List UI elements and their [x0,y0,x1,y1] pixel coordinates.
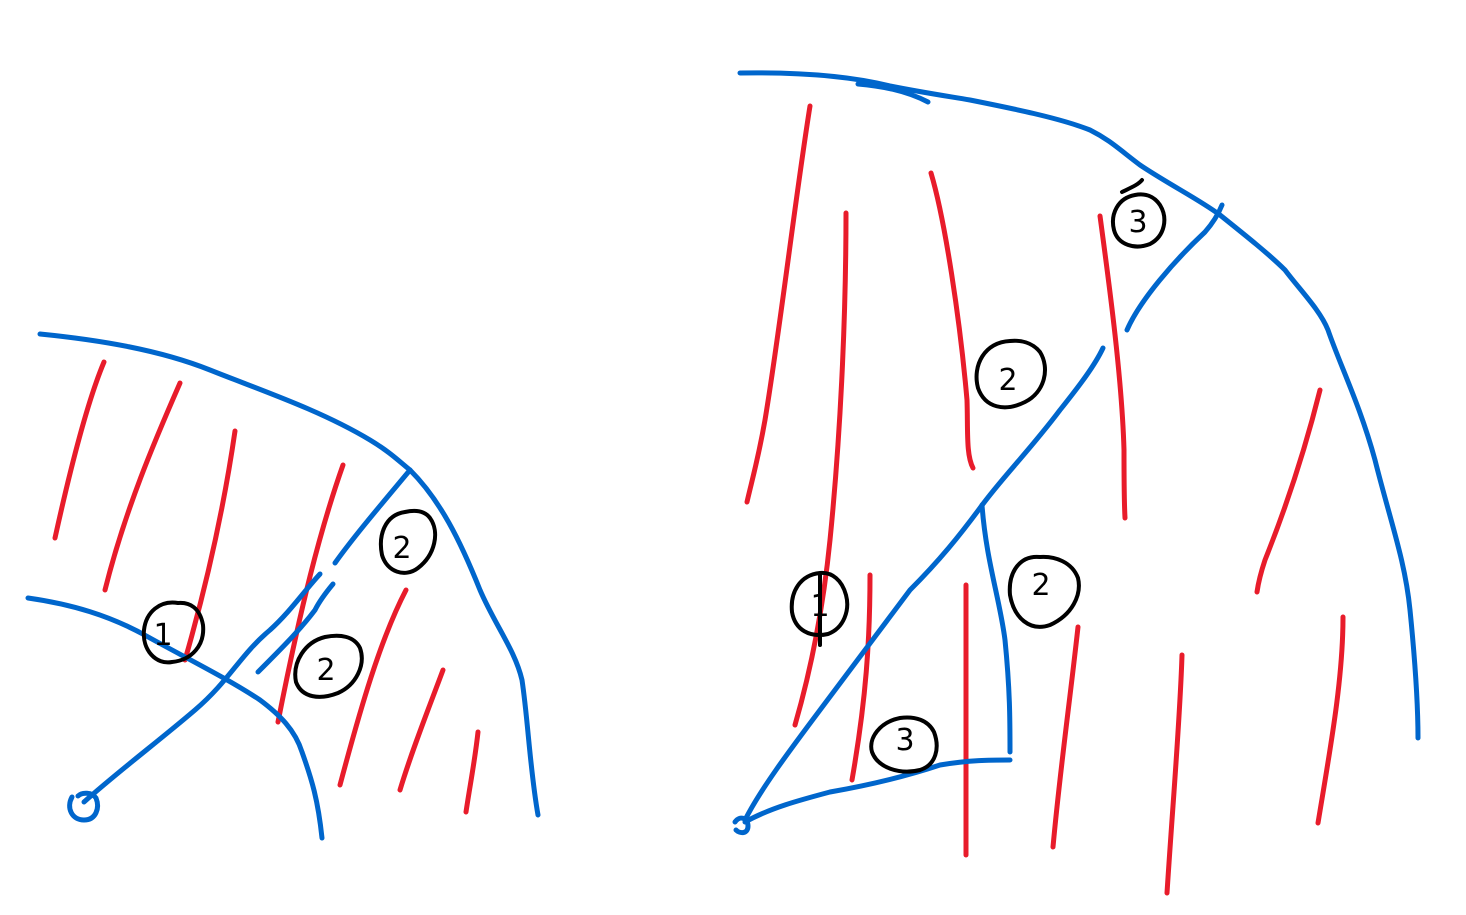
right-label-1: 1 [789,570,850,647]
left-sketch: 1 2 2 [25,331,541,841]
label-text: 3 [1128,205,1147,240]
right-origin-mark [732,815,751,836]
right-hatch-line [1097,213,1128,521]
right-hatch-line [1254,387,1323,595]
right-upper-cut [1124,202,1225,333]
label-circle [1111,192,1167,249]
right-hatching [744,103,1346,896]
label-text: 1 [153,618,172,653]
left-annotations: 1 2 2 [141,508,438,699]
right-outer-flick [855,81,931,105]
label-text: 3 [895,723,914,758]
right-outer-boundary [737,70,1421,741]
left-outer-boundary [37,331,541,818]
left-hatch-line [463,729,481,815]
left-upper-cut [332,467,413,566]
left-label-2-lower: 2 [293,633,364,699]
left-hatch-line [52,359,107,541]
right-hatch-line [928,170,976,471]
right-hatch-line [1164,652,1185,896]
right-main-diagonal [742,345,1106,823]
left-diagonal-ray [81,571,323,805]
right-hatch-line [1315,614,1346,826]
left-boundaries [25,331,541,841]
left-hatch-line [397,667,446,793]
label-circle [974,338,1047,410]
right-label-2-lower: 2 [1007,554,1081,629]
right-label-2-upper: 2 [974,338,1047,410]
left-hatching [52,359,481,815]
label-text: 2 [392,531,411,566]
right-sketch: 1 2 2 3 3 [732,70,1421,896]
right-boundaries [732,70,1421,836]
right-annotations: 1 2 2 3 3 [789,178,1167,774]
left-diagonal-segment [255,581,336,675]
label-text: 2 [998,363,1017,398]
left-hatch-line [337,587,409,788]
right-label-3-upper: 3 [1111,178,1167,249]
right-hatch-line [744,103,813,505]
label-circle [869,715,939,774]
label-circle [789,570,850,637]
label-circle [379,508,438,575]
right-hatch-line [792,210,849,728]
left-inner-boundary [25,595,325,841]
right-hatch-line [849,572,873,783]
label-circle [141,600,206,665]
left-origin-hook [67,790,100,823]
label-text: 1 [810,589,829,624]
left-hatch-line [182,428,238,663]
label-text: 2 [316,653,335,688]
left-hatch-line [102,380,183,593]
right-label-3-lower: 3 [869,715,939,774]
label-text: 2 [1031,568,1050,603]
label-stroke [1120,178,1144,194]
right-hatch-line [1050,624,1081,850]
right-bottom-segment [742,757,1013,825]
right-vertical-segment [979,502,1013,755]
label-circle [293,633,364,699]
left-hatch-line [275,462,346,725]
label-circle [1007,554,1081,629]
left-label-2-upper: 2 [379,508,438,575]
left-label-1: 1 [141,600,206,665]
